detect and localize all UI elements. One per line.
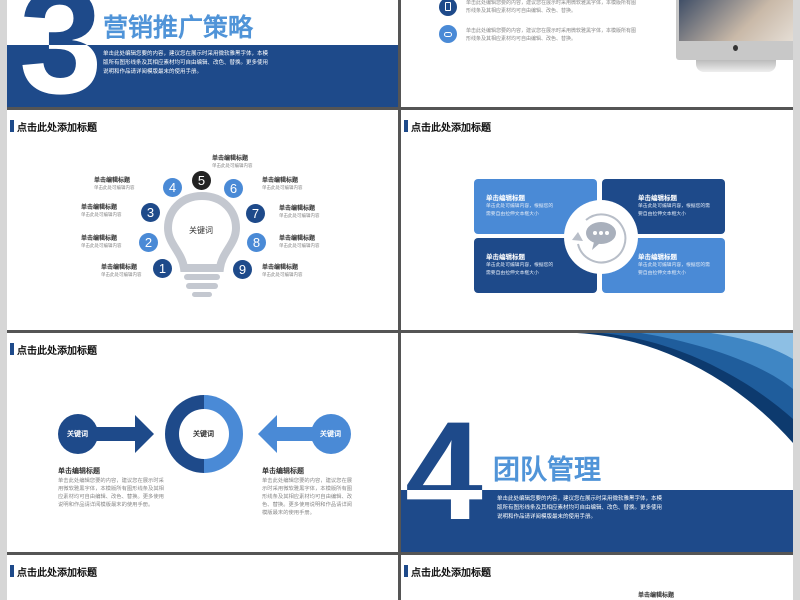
slide-quadrants[interactable]: 点击此处添加标题 单击编辑标题单击此处可编辑内容，根据您的需要自由拉伸文本框大小…: [401, 110, 793, 330]
slide-bulb[interactable]: 点击此处添加标题 关键词 1 2 3 4 5 6 7 8 9 单击编辑标题单击此…: [7, 110, 398, 330]
monitor-stand: [696, 60, 776, 72]
chat-bubble-icon: [572, 213, 627, 264]
keyword-label: 关键词: [67, 430, 88, 438]
section-number-bottom: 3: [7, 45, 107, 107]
section-number-top: 4: [401, 333, 491, 491]
slide-8[interactable]: 点击此处添加标题 单击编辑标题: [401, 555, 793, 600]
quadrant-card: 单击编辑标题单击此处可编辑内容，根据您的需要自由拉伸文本框大小: [474, 179, 597, 234]
header-accent: [404, 565, 408, 577]
slide-header: 点击此处添加标题: [17, 568, 97, 579]
slide-7[interactable]: 点击此处添加标题: [7, 555, 398, 600]
title-band: [401, 490, 793, 552]
step-label: 单击编辑标题单击此处可编辑内容: [81, 235, 122, 249]
step-number: 2: [139, 233, 158, 252]
left-arrow-icon: [258, 415, 331, 453]
section-number: 3: [19, 0, 102, 45]
step-label: 单击编辑标题单击此处可编辑内容: [262, 264, 303, 278]
lightbulb-icon: [163, 191, 241, 297]
header-accent: [10, 120, 14, 132]
right-arrow-icon: [78, 415, 154, 453]
item-title: 单击编辑标题: [638, 592, 675, 599]
section-title: 营销推广策略: [103, 13, 254, 42]
cloud-icon: [439, 25, 457, 43]
slide-section-3[interactable]: 3 3 营销推广策略 单击此处编辑您要的内容，建议您在展示时采用微软雅黑字体，本…: [7, 0, 398, 107]
slide-header: 点击此处添加标题: [411, 568, 491, 579]
step-label: 单击编辑标题单击此处可编辑内容: [101, 264, 142, 278]
step-label: 单击编辑标题单击此处可编辑内容: [81, 204, 122, 218]
section-body: 单击此处编辑您要的内容，建议您在展示时采用微软雅黑字体，本模版所有图形线条及其相…: [103, 51, 269, 75]
slide-header: 点击此处添加标题: [411, 123, 491, 134]
wave-decoration: [577, 333, 793, 443]
step-label: 单击编辑标题单击此处可编辑内容: [279, 235, 320, 249]
step-number: 6: [224, 179, 243, 198]
text-block: 单击编辑标题 单击此处编辑您要的内容，建议您在展示时采用微软雅黑字体，本模版所有…: [262, 467, 353, 516]
slide-header: 点击此处添加标题: [17, 346, 97, 357]
step-number: 4: [163, 178, 182, 197]
tablet-icon: [439, 0, 457, 16]
slide-features[interactable]: 单击此处编辑您要的内容，建议您在展示时采用微软雅黑字体，本模版所有图形线条及其相…: [401, 0, 793, 107]
center-circle: [564, 200, 638, 274]
section-title: 团队管理: [493, 455, 601, 486]
monitor-image: [676, 0, 793, 60]
arrows-diagram: [58, 395, 351, 473]
header-accent: [10, 343, 14, 355]
step-number: 8: [247, 233, 266, 252]
feature-text: 单击此处编辑您要的内容，建议您在展示时采用微软雅黑字体，本模版所有图形线条及其相…: [466, 0, 637, 14]
step-number: 3: [141, 203, 160, 222]
slide-arrows[interactable]: 点击此处添加标题 关键词 关键词 关键词 单击编辑标题 单击此处编辑您要的内容，…: [7, 333, 398, 552]
slide-header: 点击此处添加标题: [17, 123, 97, 134]
step-number: 9: [233, 260, 252, 279]
slide-section-4[interactable]: 4 4 团队管理 单击此处编辑您要的内容，建议您在展示时采用微软雅黑字体，本模版…: [401, 333, 793, 552]
step-label: 单击编辑标题单击此处可编辑内容: [279, 205, 320, 219]
step-label: 单击编辑标题单击此处可编辑内容: [212, 155, 253, 169]
step-number: 5: [192, 171, 211, 190]
keyword-label: 关键词: [193, 430, 214, 438]
section-number: 4: [405, 392, 483, 491]
text-block: 单击编辑标题 单击此处编辑您要的内容，建议您在展示时采用微软雅黑字体，本模版所有…: [58, 467, 164, 508]
step-number: 7: [246, 204, 265, 223]
section-number-top: 3: [7, 0, 107, 45]
header-accent: [404, 120, 408, 132]
column-divider: [398, 0, 401, 600]
feature-text: 单击此处编辑您要的内容，建议您在展示时采用微软雅黑字体，本模版所有图形线条及其相…: [466, 28, 637, 42]
header-accent: [10, 565, 14, 577]
keyword-label: 关键词: [320, 430, 341, 438]
section-number-white: 3: [19, 45, 102, 107]
section-number-bottom: 4: [401, 490, 491, 552]
title-band: [7, 45, 398, 107]
step-label: 单击编辑标题单击此处可编辑内容: [94, 177, 135, 191]
section-number-white: 4: [405, 490, 483, 541]
step-number: 1: [153, 259, 172, 278]
section-body: 单击此处编辑您要的内容，建议您在展示时采用微软雅黑字体，本模版所有图形线条及其相…: [497, 496, 663, 520]
keyword-label: 关键词: [189, 226, 213, 235]
step-label: 单击编辑标题单击此处可编辑内容: [262, 177, 303, 191]
